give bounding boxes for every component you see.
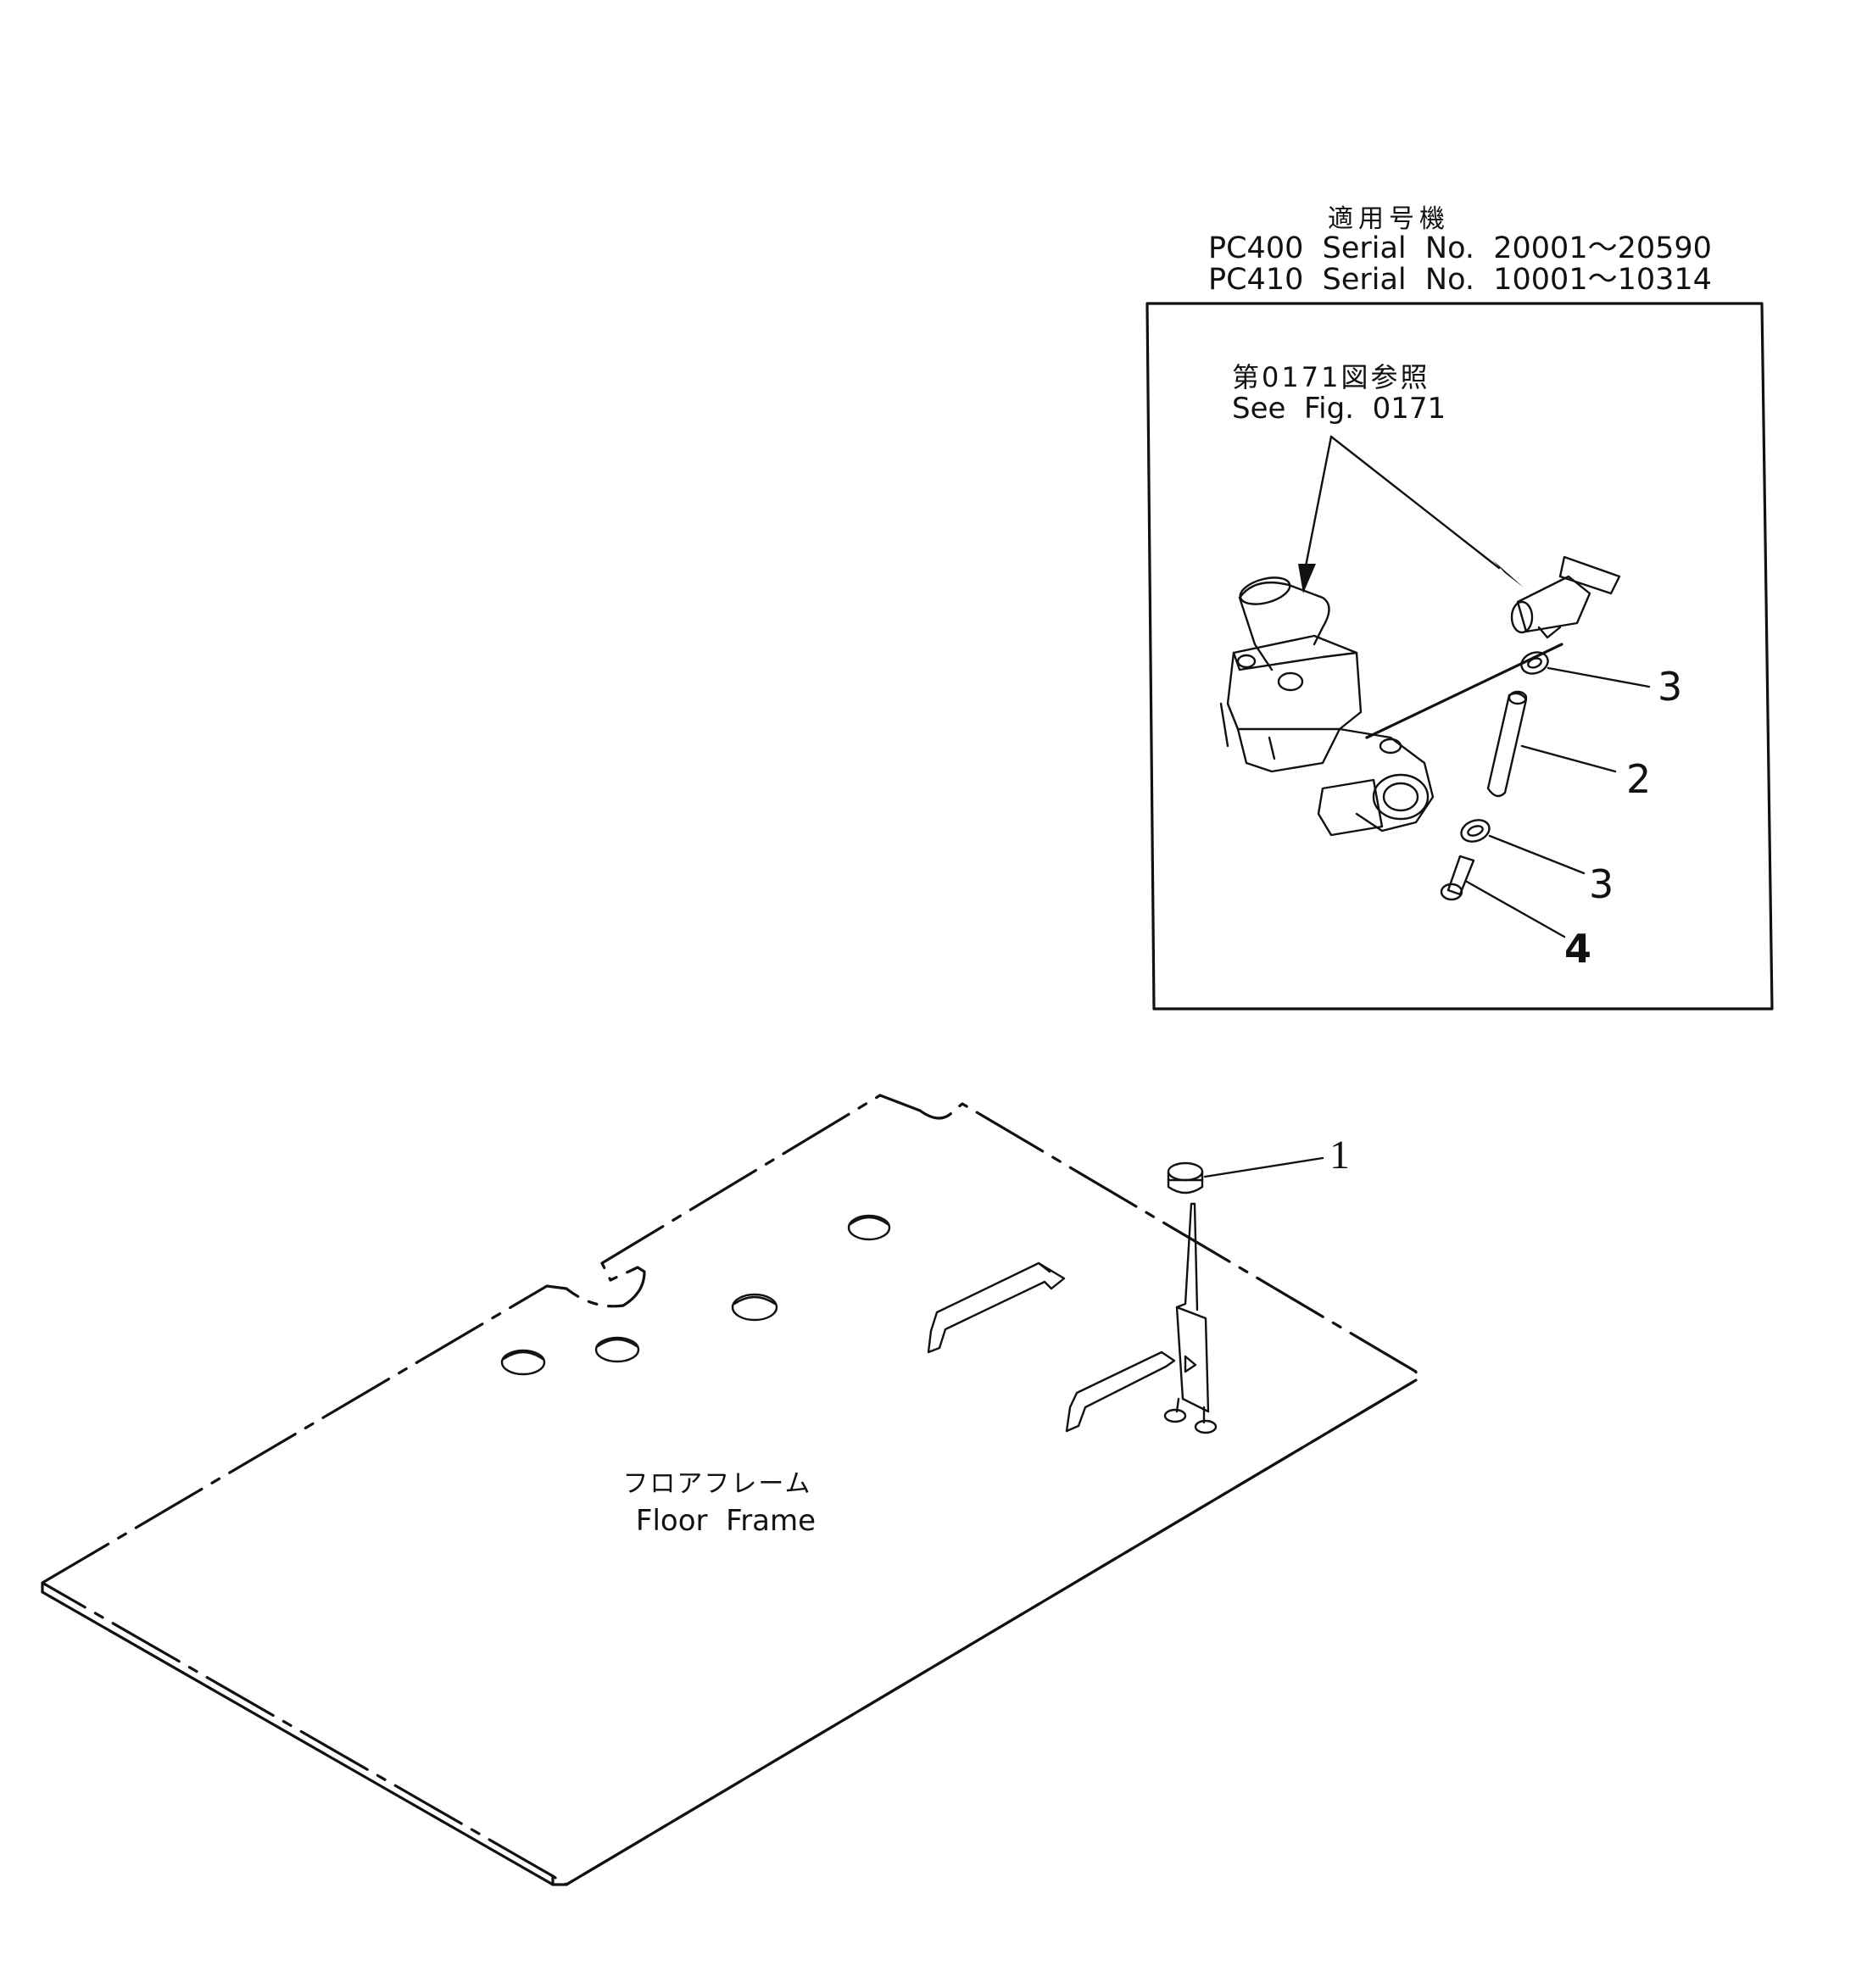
detail-box-border [1145, 302, 1774, 1011]
floor-frame-label-en: Floor Frame [636, 1504, 816, 1538]
leader-line [1304, 435, 1333, 568]
bolt [1440, 855, 1566, 938]
applicability-header: 適用号機 PC400 Serial No. 20001～20590 PC410 … [1208, 204, 1712, 297]
hose-connection-line [1365, 643, 1563, 739]
serial-line-pc400: PC400 Serial No. 20001～20590 [1208, 231, 1712, 265]
callout-leader [1465, 880, 1566, 938]
hose-clamp [1460, 819, 1586, 875]
hose [1486, 690, 1617, 798]
elbow-fitting [1510, 555, 1621, 639]
frame-edge [41, 1590, 568, 1886]
callout-number-4: 4 [1564, 926, 1591, 972]
callout-leader [1520, 744, 1617, 773]
callout-number-2: 2 [1626, 756, 1651, 802]
callout-leader [1488, 834, 1586, 875]
valve-body-drawing [1219, 576, 1563, 837]
detail-box: 第0171図参照 See Fig. 0171 [1145, 302, 1774, 1011]
fig-reference-jp: 第0171図参照 [1232, 361, 1430, 393]
callout-number-1: 1 [1329, 1133, 1350, 1178]
arrowhead [1298, 564, 1316, 593]
serial-line-pc410: PC410 Serial No. 10001～10314 [1208, 263, 1712, 297]
callout-number-3: 3 [1589, 861, 1614, 907]
frame-holes [500, 1214, 891, 1376]
mount-post [1163, 1202, 1218, 1434]
plug [1167, 1156, 1324, 1194]
floor-frame-drawing: 1 フロアフレーム Floor Frame [41, 1094, 1418, 1886]
callout-leader [1547, 666, 1651, 688]
frame-edge [565, 1378, 1418, 1886]
callout-number-3: 3 [1658, 664, 1682, 710]
arrowhead [1492, 560, 1524, 587]
floor-frame-label-jp: フロアフレーム [622, 1469, 811, 1499]
mounting-brackets [927, 1261, 1176, 1433]
callout-leader [1203, 1156, 1324, 1178]
hose-clamp [1520, 651, 1651, 688]
leader-line [1329, 435, 1501, 570]
applicable-models-label: 適用号機 [1328, 204, 1450, 234]
reference-arrows [1298, 435, 1524, 593]
fig-reference-en: See Fig. 0171 [1232, 392, 1446, 426]
